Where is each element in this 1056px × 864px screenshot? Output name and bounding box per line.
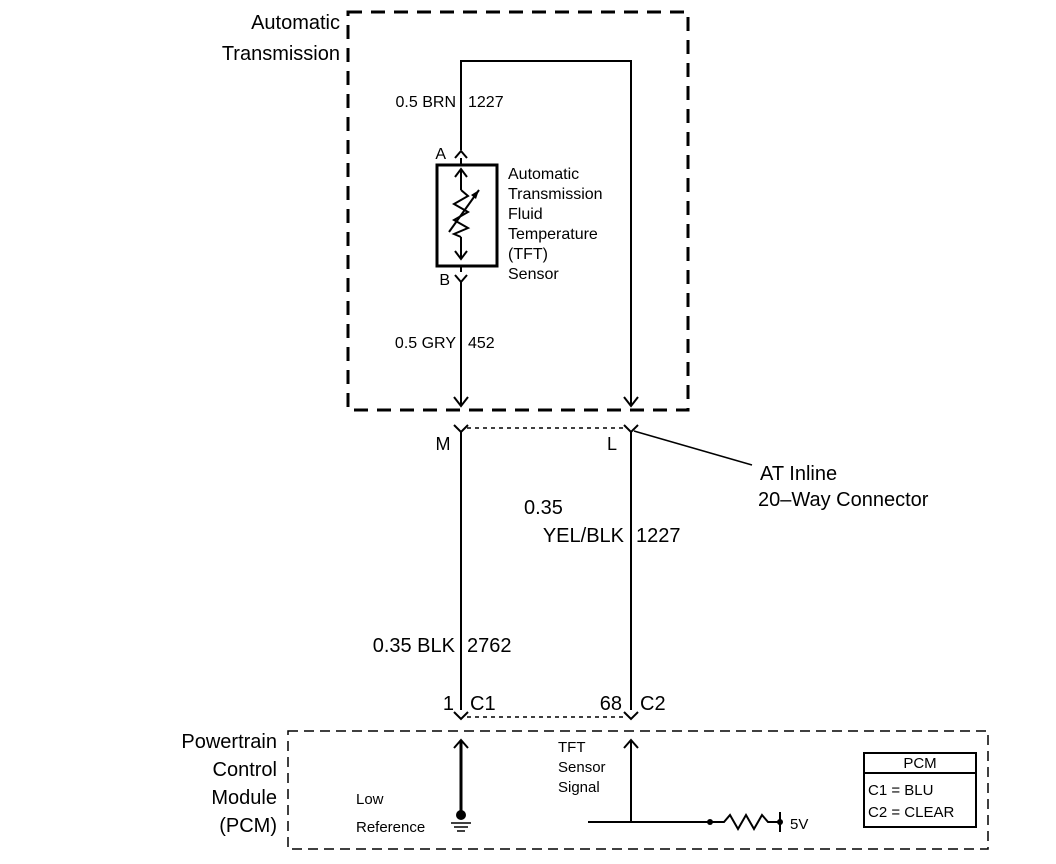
connector-label-2: 20–Way Connector [758, 489, 929, 511]
wire-1227-top-loop [460, 60, 632, 406]
low-ref-label-1: Low [356, 791, 384, 808]
c2-label: C2 [640, 693, 666, 715]
c1-pin: 1 [443, 693, 454, 715]
c1-chevron [453, 711, 469, 721]
tft-sensor-body [435, 163, 499, 268]
pin-l-label: L [607, 434, 617, 454]
pcm-title-4: (PCM) [219, 815, 277, 837]
signal-label-2: Sensor [558, 759, 606, 776]
low-ref-label-2: Reference [356, 819, 425, 836]
legend-row-2: C2 = CLEAR [868, 804, 954, 821]
transmission-title-1: Automatic [251, 12, 340, 34]
legend-title: PCM [903, 755, 936, 772]
right-wire-circuit: 1227 [636, 525, 681, 547]
right-wire-label-1: 0.35 [524, 497, 563, 519]
lower-wire-circuit: 452 [468, 335, 495, 352]
voltage-label: 5V [790, 816, 808, 833]
upper-wire-circuit: 1227 [468, 94, 504, 111]
lower-wire-label: 0.5 GRY [395, 335, 456, 352]
pcm-boundary [287, 730, 989, 850]
transmission-title-2: Transmission [222, 43, 340, 65]
c1-label: C1 [470, 693, 496, 715]
connector-leader-line [633, 430, 753, 466]
signal-label-1: TFT [558, 739, 586, 756]
legend-row-1: C1 = BLU [868, 782, 933, 799]
connector-label-1: AT Inline [760, 463, 837, 485]
left-wire-circuit: 2762 [467, 635, 512, 657]
sensor-label-6: Sensor [508, 266, 559, 283]
pin-b-chevron [454, 274, 468, 284]
pin-b-label: B [439, 272, 450, 289]
left-wire-label: 0.35 BLK [373, 635, 456, 657]
pin-m-chevron [453, 424, 469, 434]
upper-wire-label: 0.5 BRN [396, 94, 456, 111]
pcm-title-2: Control [213, 759, 277, 781]
pin-a-label: A [435, 146, 446, 163]
c2-chevron [623, 711, 639, 721]
signal-label-3: Signal [558, 779, 600, 796]
pin-a-chevron [454, 149, 468, 159]
pcm-title-3: Module [211, 787, 277, 809]
sensor-label-4: Temperature [508, 226, 598, 243]
pcm-title-1: Powertrain [181, 731, 277, 753]
arrow-right-wire-box [623, 396, 639, 408]
pin-m-label: M [436, 434, 451, 454]
sensor-label-1: Automatic [508, 166, 579, 183]
sensor-label-3: Fluid [508, 206, 543, 223]
sensor-label-2: Transmission [508, 186, 603, 203]
ground-node [456, 810, 466, 820]
pcm-legend [863, 752, 977, 828]
right-wire-label-2: YEL/BLK [543, 525, 625, 547]
sensor-label-5: (TFT) [508, 246, 548, 263]
pullup-resistor [710, 812, 782, 832]
transmission-boundary [346, 10, 690, 412]
c2-pin: 68 [600, 693, 622, 715]
